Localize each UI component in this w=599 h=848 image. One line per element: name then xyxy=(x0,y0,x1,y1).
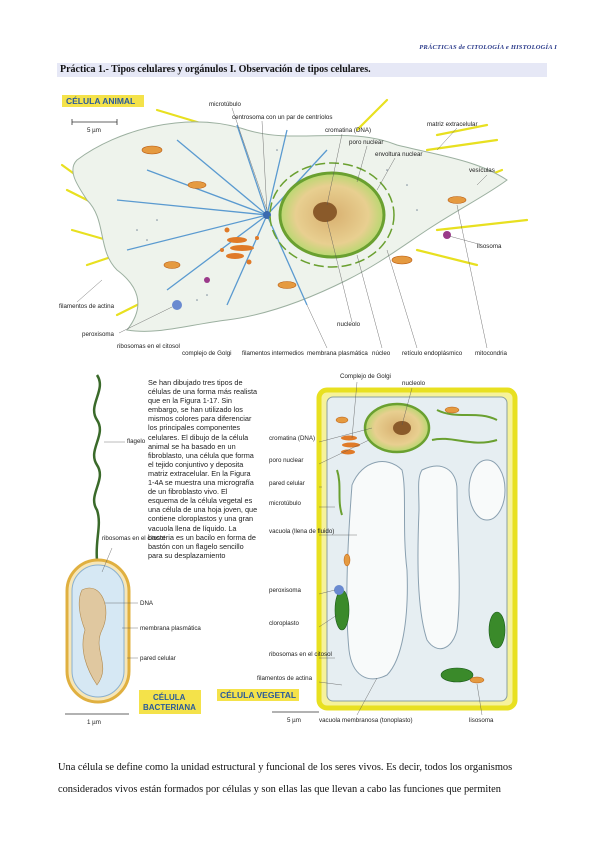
label-centrosoma: centrosoma con un par de centríolos xyxy=(232,114,332,121)
plant-vacuole xyxy=(346,461,408,680)
animal-heading: CÉLULA ANIMAL xyxy=(66,96,135,106)
section-title: Práctica 1.- Tipos celulares y orgánulos… xyxy=(60,64,371,75)
plant-chloroplasts xyxy=(334,589,506,683)
bacteria-heading-1: CÉLULA xyxy=(153,693,186,702)
plant-label-lisosoma: lisosoma xyxy=(469,717,494,724)
label-mitocondria: mitocondria xyxy=(475,350,508,357)
label-peroxisoma: peroxisoma xyxy=(82,331,115,338)
plant-leader-lines xyxy=(318,381,483,716)
plant-heading-box xyxy=(217,689,299,701)
label-nucleolo: nucleolo xyxy=(337,321,361,328)
animal-scale: 5 µm xyxy=(87,127,101,134)
figure-description: Se han dibujado tres tipos de células de… xyxy=(148,378,258,560)
plant-label-cromatina: cromatina (DNA) xyxy=(269,435,315,442)
bact-label-ribosomas: ribosomas en el citosol xyxy=(102,535,165,542)
plant-label-golgi: Complejo de Golgi xyxy=(340,373,391,380)
plant-label-nucleolo: nucleolo xyxy=(402,380,426,387)
animal-golgi xyxy=(220,227,259,265)
bacterial-cell: CÉLULA BACTERIANA 1 µm flagelo ribosomas… xyxy=(65,374,201,726)
bact-label-dna: DNA xyxy=(140,600,154,607)
bacteria-heading-box xyxy=(139,690,201,714)
bact-label-membrana: membrana plasmática xyxy=(140,625,201,632)
bacteria-scale: 1 µm xyxy=(87,719,101,726)
label-nucleo: núcleo xyxy=(372,350,391,357)
plant-vacuole-3 xyxy=(468,459,506,521)
animal-ribosomes xyxy=(136,149,418,301)
plant-label-pared: pared celular xyxy=(269,480,305,487)
label-envoltura: envoltura nuclear xyxy=(375,151,422,158)
plant-label-tonoplasto: vacuola membranosa (tonoplasto) xyxy=(319,717,413,724)
bacterial-dna xyxy=(78,587,107,686)
animal-nucleolus xyxy=(313,202,337,222)
bact-label-flagelo: flagelo xyxy=(127,438,146,445)
animal-heading-box xyxy=(62,95,144,107)
plant-label-peroxisoma: peroxisoma xyxy=(269,587,302,594)
plant-cell: CÉLULA VEGETAL 5 µm Complejo de Golgi nu… xyxy=(217,373,518,724)
label-lisosoma: lisosoma xyxy=(477,243,502,250)
centrosome xyxy=(263,211,271,219)
animal-lysosomes xyxy=(204,231,451,283)
label-filamentos-intermedios: filamentos intermedios xyxy=(242,350,304,357)
plant-label-vacuola: vacuola (llena de fluido) xyxy=(269,528,334,535)
plant-labels: Complejo de Golgi nucleolo cromatina (DN… xyxy=(257,373,494,724)
bacteria-heading-2: BACTERIANA xyxy=(143,703,196,712)
plant-golgi xyxy=(341,435,360,455)
animal-cell: CÉLULA ANIMAL 5 µm microtúbulo centrosom… xyxy=(59,95,529,357)
bacteria-leader-lines xyxy=(101,441,138,659)
plant-label-cloroplasto: cloroplasto xyxy=(269,620,299,627)
plant-scale: 5 µm xyxy=(287,717,301,724)
animal-er xyxy=(269,162,395,268)
bact-label-pared: pared celular xyxy=(140,655,176,662)
plant-label-microtubulo: microtúbulo xyxy=(269,500,302,507)
animal-leader-lines xyxy=(76,107,488,349)
plant-label-filamentos: filamentos de actina xyxy=(257,675,313,682)
animal-peroxisome xyxy=(172,300,182,310)
label-microtubulo: microtúbulo xyxy=(209,101,242,108)
label-reticulo: retículo endoplásmico xyxy=(402,350,463,357)
plant-mitochondria xyxy=(335,406,485,684)
plant-er xyxy=(336,409,498,516)
running-header: PRÁCTICAS de CITOLOGÍA e HISTOLOGÍA I xyxy=(419,44,557,51)
label-membrana: membrana plasmática xyxy=(307,350,368,357)
label-matriz: matriz extracelular xyxy=(427,121,478,128)
plant-vacuole-2 xyxy=(417,465,460,650)
bacterial-flagellum xyxy=(92,374,102,561)
plant-nucleolus xyxy=(393,421,411,435)
label-vesiculas: vesículas xyxy=(469,167,495,174)
body-paragraph: Una célula se define como la unidad estr… xyxy=(58,762,513,795)
plant-peroxisome xyxy=(334,585,344,595)
label-golgi: complejo de Golgi xyxy=(182,350,232,357)
animal-microtubules xyxy=(116,124,328,306)
label-poro: poro nuclear xyxy=(349,139,383,146)
section-title-bar xyxy=(57,63,547,77)
animal-mitochondria xyxy=(141,145,467,289)
label-filamentos-actina: filamentos de actina xyxy=(59,303,115,310)
cell-types-figure: CÉLULA ANIMAL 5 µm microtúbulo centrosom… xyxy=(59,95,529,726)
label-ribosomas: ribosomas en el citosol xyxy=(117,343,180,350)
plant-heading: CÉLULA VEGETAL xyxy=(220,690,296,700)
plant-label-ribosomas: ribosomas en el citosol xyxy=(269,651,332,658)
plant-label-poro: poro nuclear xyxy=(269,457,303,464)
animal-labels: microtúbulo centrosoma con un par de cen… xyxy=(59,101,508,357)
label-cromatina: cromatina (DNA) xyxy=(325,127,371,134)
